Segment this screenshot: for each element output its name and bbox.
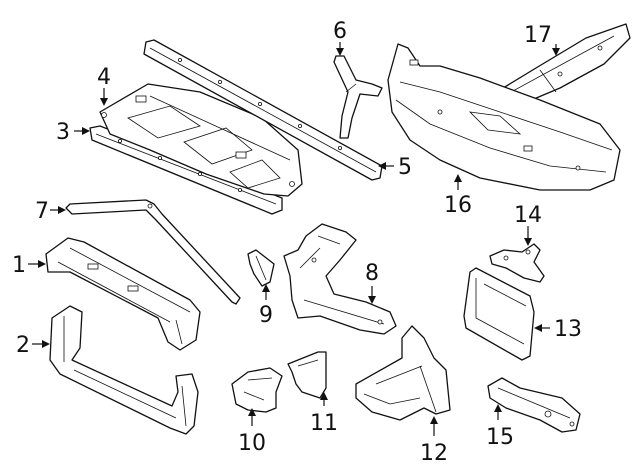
bumper-absorber — [387, 43, 621, 191]
callout-1: 1 — [12, 253, 26, 278]
front-tie-bar — [89, 125, 283, 215]
callout-3: 3 — [56, 120, 70, 145]
callout-4: 4 — [97, 65, 111, 90]
callout-11: 11 — [310, 411, 338, 436]
callout-12: 12 — [420, 441, 448, 466]
leader-lines — [28, 42, 560, 436]
y-brace — [333, 55, 383, 139]
callout-7: 7 — [35, 199, 49, 224]
mount-bracket — [489, 243, 545, 283]
callout-2: 2 — [16, 333, 30, 358]
callout-5: 5 — [398, 155, 412, 180]
side-deflector — [463, 267, 535, 361]
support-rod — [65, 199, 241, 305]
callout-9: 9 — [259, 303, 273, 328]
callout-14: 14 — [514, 203, 542, 228]
lower-bracket — [487, 377, 581, 433]
callout-13: 13 — [554, 317, 582, 342]
air-guide-lower-left — [231, 367, 283, 413]
radiator-support-upper-frame — [45, 237, 201, 351]
upper-shield-panel — [99, 83, 303, 197]
callout-6: 6 — [333, 19, 347, 44]
radiator-support-lower-frame — [49, 305, 199, 435]
air-guide-curved — [287, 351, 327, 399]
callout-numbers: 1 2 3 4 5 6 7 8 9 10 11 12 13 14 15 16 1… — [12, 19, 582, 466]
callout-8: 8 — [365, 261, 379, 286]
callout-15: 15 — [486, 425, 514, 450]
callout-16: 16 — [444, 193, 472, 218]
rear-tie-bar — [143, 39, 383, 181]
small-bracket — [247, 249, 275, 287]
callout-17: 17 — [524, 23, 552, 48]
side-member-bracket — [283, 223, 397, 335]
air-duct — [355, 325, 451, 421]
callout-10: 10 — [238, 431, 266, 456]
